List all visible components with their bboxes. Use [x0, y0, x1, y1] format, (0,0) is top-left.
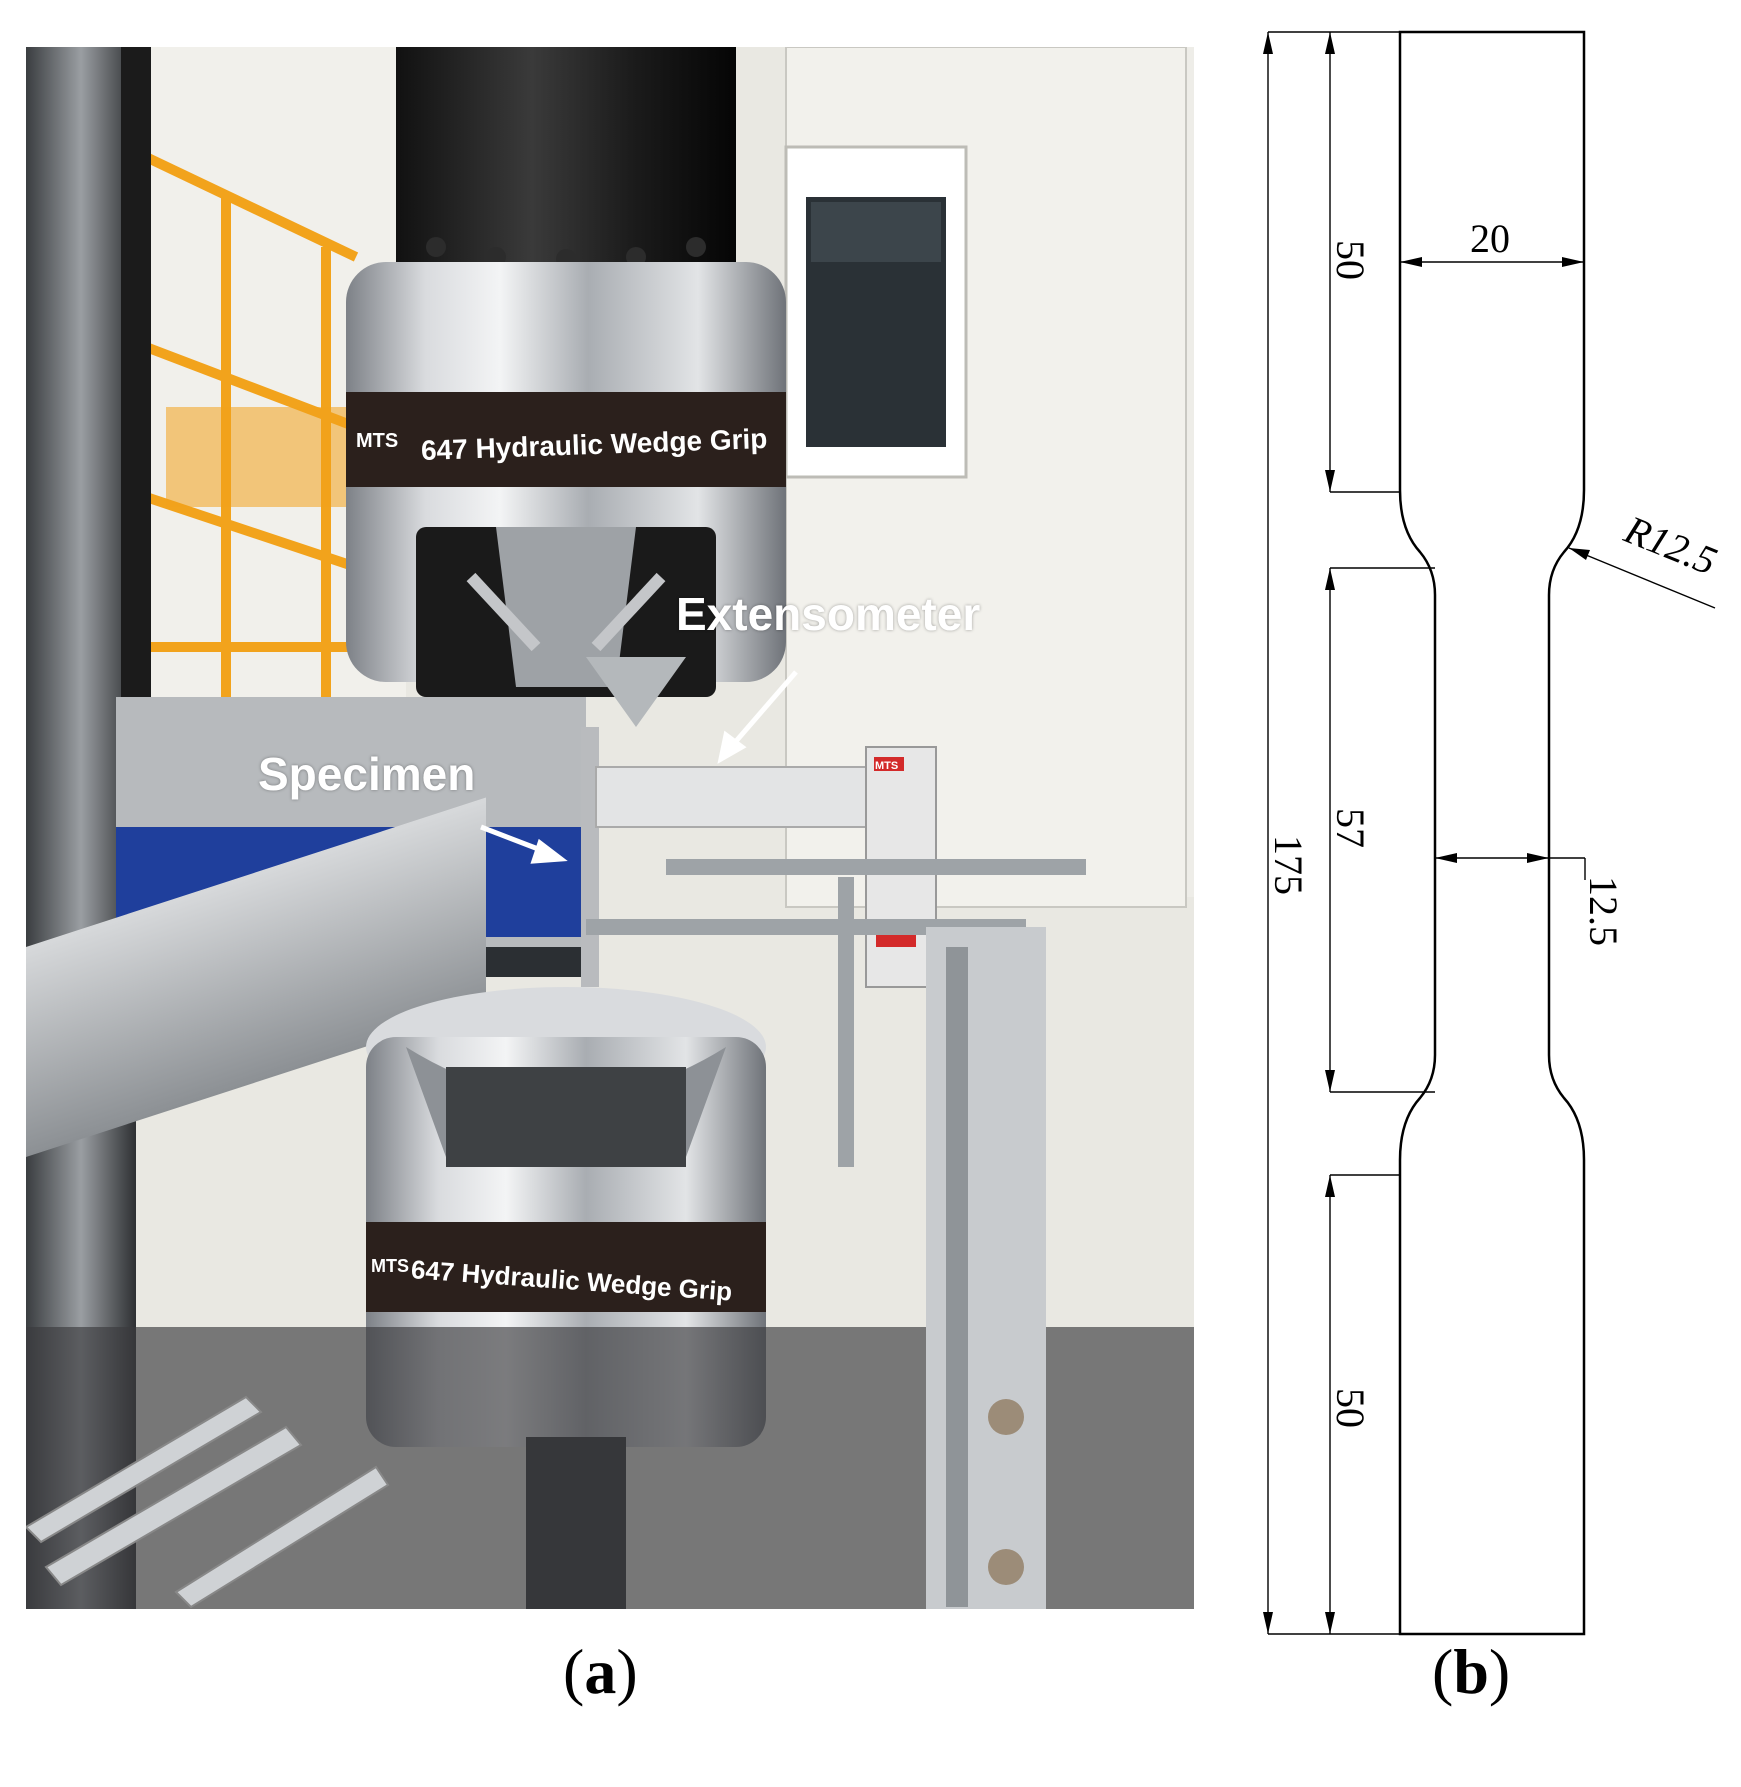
- callout-arrows: [480, 670, 798, 864]
- dim-label-57: 57: [1328, 808, 1373, 848]
- caption-a: (a): [563, 1636, 638, 1707]
- specimen-drawing: 175 50 57 50 20 12.5 R12.5: [1240, 0, 1741, 1782]
- upper-grip: [346, 262, 786, 727]
- dim-label-12-5: 12.5: [1581, 876, 1626, 946]
- brand-mark-extensometer: MTS: [875, 760, 898, 772]
- dim-label-radius: R12.5: [1618, 506, 1723, 583]
- specimen-callout: Specimen: [258, 748, 476, 800]
- dimension-arrowheads: [1263, 32, 1590, 1634]
- right-frame-post: [926, 927, 1046, 1609]
- dim-label-20: 20: [1470, 216, 1510, 261]
- brand-mark-bottom: MTS: [371, 1256, 409, 1276]
- brand-mark-top: MTS: [356, 430, 398, 452]
- caption-b: (b): [1432, 1636, 1511, 1707]
- dim-label-175: 175: [1266, 835, 1311, 895]
- photo-illustration: 647 Hydraulic Wedge Grip MTS MTS: [26, 47, 1194, 1609]
- test-setup-photo: 647 Hydraulic Wedge Grip MTS MTS: [26, 47, 1194, 1609]
- dogbone-dimension-drawing: 175 50 57 50 20 12.5 R12.5: [1263, 30, 1723, 1636]
- load-cell: [396, 47, 736, 267]
- dim-label-50-bottom: 50: [1328, 1388, 1373, 1428]
- specimen-outline: [1398, 30, 1586, 1636]
- extensometer-callout: Extensometer: [676, 588, 981, 640]
- radius-leader: [1568, 547, 1716, 609]
- aluminium-beam: [26, 797, 486, 1157]
- dim-label-50-top: 50: [1328, 240, 1373, 280]
- spare-specimens: [26, 1395, 390, 1609]
